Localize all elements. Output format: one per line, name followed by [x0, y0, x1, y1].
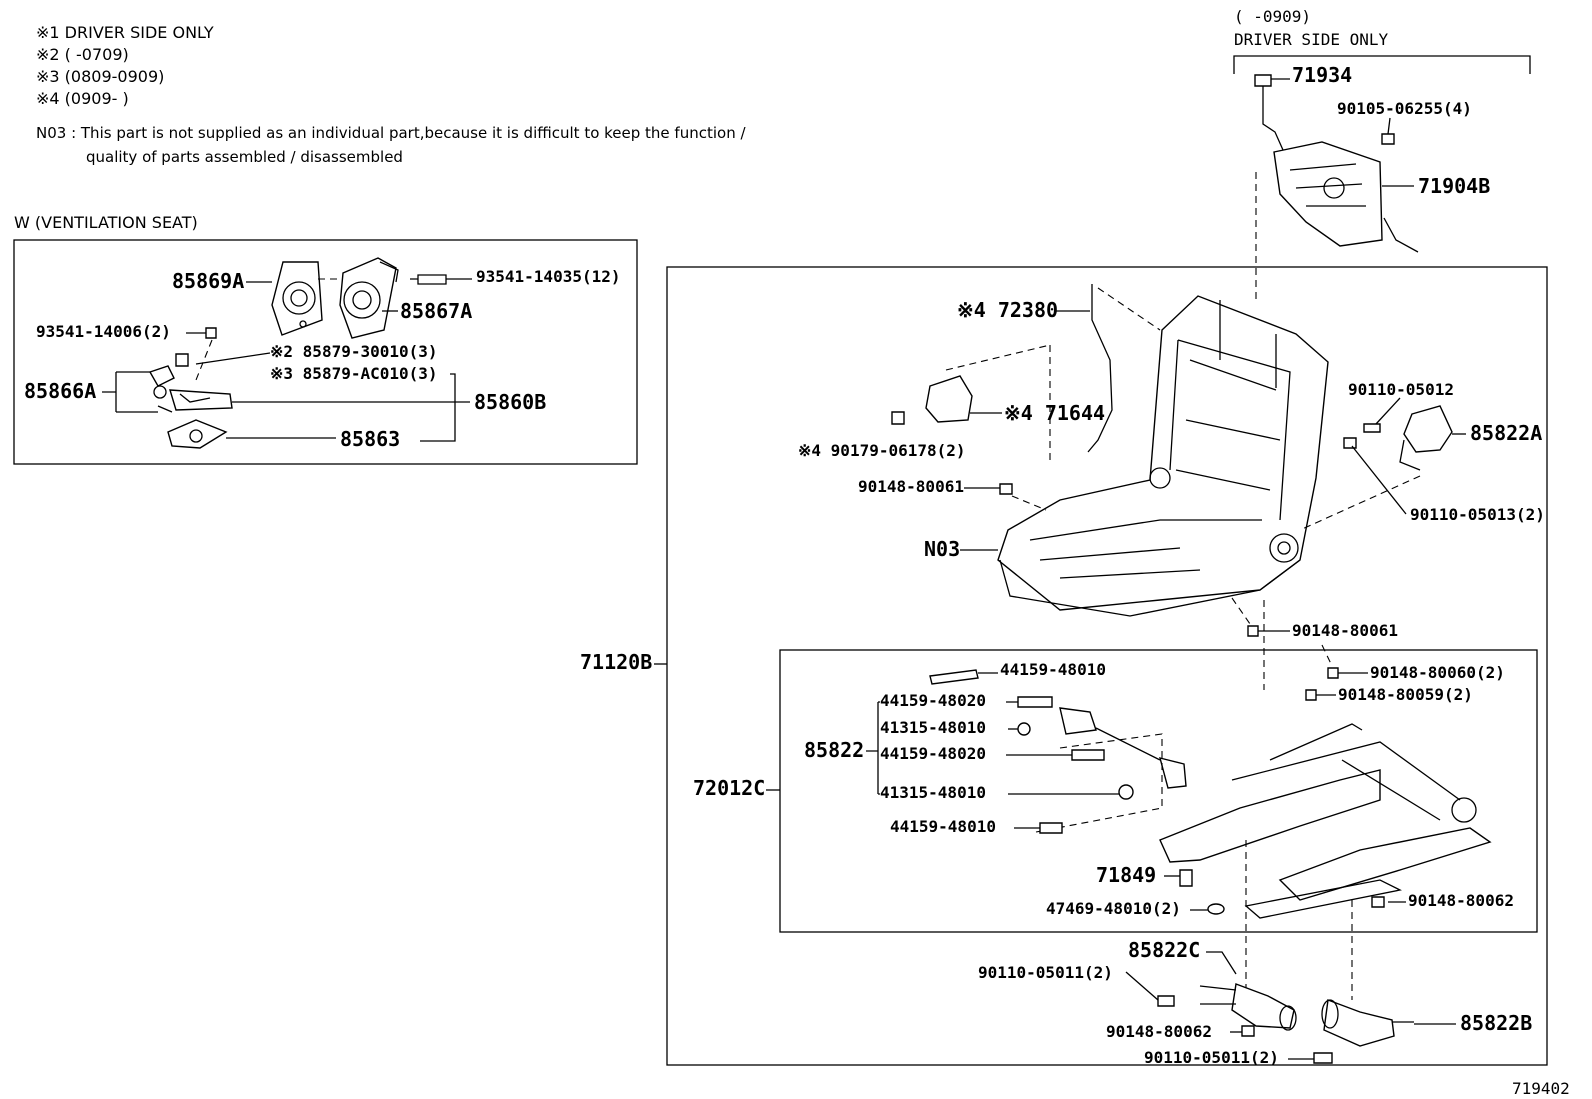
label-85866A: 85866A	[24, 379, 96, 403]
power-unit-71904B-drawing	[1273, 141, 1419, 253]
motor-85822B-drawing	[1321, 999, 1414, 1047]
motor-85822C-drawing	[1199, 983, 1297, 1031]
sensor-85866A-drawing	[148, 365, 175, 413]
label-90110-05013: 90110-05013(2)	[1410, 505, 1545, 524]
label-90148-80062-b: 90148-80062	[1106, 1022, 1212, 1041]
label-90179-06178: ※4 90179-06178(2)	[798, 441, 966, 460]
screw-93541-14006-drawing	[205, 327, 217, 339]
label-71644: ※4 71644	[1004, 401, 1105, 425]
note-1: ※1 DRIVER SIDE ONLY	[36, 23, 214, 42]
label-85879-30010: ※2 85879-30010(3)	[270, 342, 438, 361]
fan-85867A-drawing	[339, 257, 399, 339]
label-90110-05011-a: 90110-05011(2)	[978, 963, 1113, 982]
gear-85822-drawing	[1059, 707, 1187, 789]
label-N03: N03	[924, 537, 960, 561]
seat-track-drawing	[1159, 723, 1492, 1000]
ventilation-seat-section: W (VENTILATION SEAT) 85869A 85867A 93541…	[13, 213, 638, 465]
notes: ※1 DRIVER SIDE ONLY ※2 ( -0709) ※3 (0809…	[36, 23, 746, 166]
label-85869A: 85869A	[172, 269, 244, 293]
label-44159-48010-b: 44159-48010	[890, 817, 996, 836]
label-90105-06255: 90105-06255(4)	[1337, 99, 1472, 118]
driver-range: ( -0909)	[1234, 7, 1311, 26]
screw-93541-14035-drawing	[410, 274, 447, 285]
label-90148-80061-a: 90148-80061	[858, 477, 964, 496]
label-71934: 71934	[1292, 63, 1352, 87]
label-90148-80060: 90148-80060(2)	[1370, 663, 1505, 682]
label-72012C: 72012C	[693, 776, 765, 800]
label-85822B: 85822B	[1460, 1011, 1532, 1035]
label-85822: 85822	[804, 738, 864, 762]
label-90110-05011-b: 90110-05011(2)	[1144, 1048, 1279, 1067]
motor-85822A-drawing	[1343, 405, 1453, 471]
cable-72380-drawing	[1087, 284, 1113, 453]
label-93541-14006: 93541-14006(2)	[36, 322, 171, 341]
note-4: ※4 (0909- )	[36, 89, 129, 108]
main-seat-section: 71120B N03 ※4 72380 ※4 71644 ※4 90179-06…	[580, 266, 1548, 1067]
label-90148-80059: 90148-80059(2)	[1338, 685, 1473, 704]
label-85860B: 85860B	[474, 390, 546, 414]
clip-71934-drawing	[1254, 74, 1272, 87]
label-41315-48010-b: 41315-48010	[880, 783, 986, 802]
bracket-85860B-drawing	[169, 389, 233, 411]
label-85822C: 85822C	[1128, 938, 1200, 962]
label-44159-48020-b: 44159-48020	[880, 744, 986, 763]
label-44159-48010-a: 44159-48010	[1000, 660, 1106, 679]
plate-85863-drawing	[167, 419, 228, 449]
label-93541-14035: 93541-14035(12)	[476, 267, 621, 286]
note-n03-line1: N03 : This part is not supplied as an in…	[36, 124, 746, 142]
label-41315-48010-a: 41315-48010	[880, 718, 986, 737]
label-85879-AC010: ※3 85879-AC010(3)	[270, 364, 438, 383]
label-47469-48010: 47469-48010(2)	[1046, 899, 1181, 918]
ventilation-title: W (VENTILATION SEAT)	[14, 213, 198, 232]
figure-id: 719402	[1512, 1079, 1570, 1098]
label-71849: 71849	[1096, 863, 1156, 887]
lock-71644-drawing	[925, 375, 973, 423]
seat-frame-N03-drawing	[997, 295, 1329, 617]
driver-title: DRIVER SIDE ONLY	[1234, 30, 1388, 49]
label-72380: ※4 72380	[957, 298, 1058, 322]
label-90110-05012: 90110-05012	[1348, 380, 1454, 399]
label-85867A: 85867A	[400, 299, 472, 323]
note-3: ※3 (0809-0909)	[36, 67, 164, 86]
main-box-frame	[666, 266, 1548, 1066]
label-44159-48020-a: 44159-48020	[880, 691, 986, 710]
label-71904B: 71904B	[1418, 174, 1490, 198]
fan-85869A-drawing	[271, 261, 323, 336]
ventilation-box-frame	[13, 239, 638, 465]
note-n03-line2: quality of parts assembled / disassemble…	[86, 148, 403, 166]
label-85822A: 85822A	[1470, 421, 1542, 445]
bolt-44159-48010-a-drawing	[929, 669, 979, 685]
driver-side-section: ( -0909) DRIVER SIDE ONLY 71934 90105-06…	[1233, 7, 1531, 300]
label-71120B: 71120B	[580, 650, 652, 674]
label-85863: 85863	[340, 427, 400, 451]
seat-track-box-frame	[779, 649, 1538, 933]
note-2: ※2 ( -0709)	[36, 45, 129, 64]
label-90148-80061-b: 90148-80061	[1292, 621, 1398, 640]
label-90148-80062-a: 90148-80062	[1408, 891, 1514, 910]
